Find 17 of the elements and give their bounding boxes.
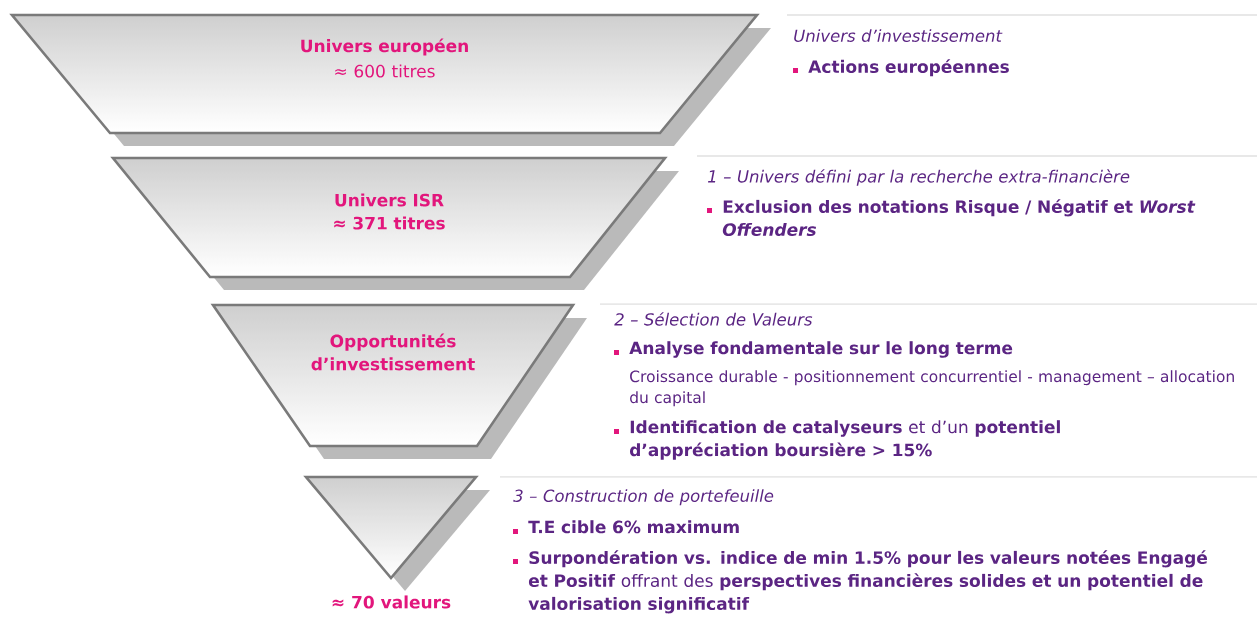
description-text: Surpondération vs. indice de min 1.5% pour les valeurs notées Engagé et Positif offrant des perspectives financières solides et un potentiel de valorisation significatif [528, 550, 1207, 614]
description-text: Univers d’investissement [794, 29, 1003, 42]
description-text: 2 – Sélection de Valeurs [614, 312, 813, 326]
stage-label: ≈ 371 titres [334, 216, 445, 230]
description-text: Actions européennes [808, 59, 1009, 77]
stage-label: Univers européen [301, 38, 468, 56]
stage-label: Opportunités d’investissement [311, 333, 475, 371]
description-text: 3 – Construction de portefeuille [513, 489, 774, 506]
description-text: T.E cible 6% maximum [528, 520, 739, 534]
stage-label: Univers ISR [335, 193, 444, 207]
description-text: Exclusion des notations Risque / Négatif et Worst Offenders [722, 199, 1196, 237]
description-text: 1 – Univers défini par la recherche extra-financière [708, 169, 1130, 186]
stage-label: ≈ 600 titres [335, 64, 435, 78]
description-text: Croissance durable - positionnement concurrentiel - management – allocation du capital [630, 370, 1234, 407]
stage-count: ≈ 70 valeurs [332, 595, 451, 609]
description-text: Identification de catalyseurs et d’un potentiel d’appréciation boursière > 15% [630, 420, 1060, 460]
description-text: Analyse fondamentale sur le long terme [629, 341, 1013, 358]
